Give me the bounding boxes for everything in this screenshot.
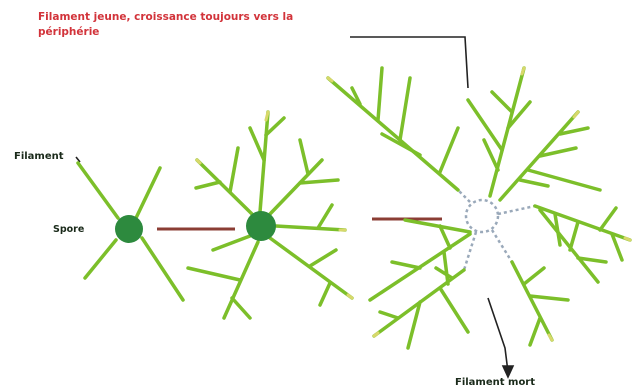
germinated-spore <box>246 211 276 241</box>
filament-leader <box>76 157 80 162</box>
stage-2-germinated-spore <box>188 112 352 318</box>
stage-3-mycelium <box>328 68 630 348</box>
spore <box>115 215 143 243</box>
dead-filament-arrow-head <box>503 366 513 377</box>
dead-filament-label: Filament mort <box>455 377 535 388</box>
dead-filament-zone <box>458 190 535 270</box>
spore-label: Spore <box>53 224 84 235</box>
young-filament-label-line2: périphérie <box>38 26 99 38</box>
filament-label: Filament <box>14 151 64 162</box>
young-filament-label-line1: Filament jeune, croissance toujours vers… <box>38 11 293 23</box>
dead-filament-leader <box>488 298 508 372</box>
stage-1-spore <box>78 163 183 300</box>
